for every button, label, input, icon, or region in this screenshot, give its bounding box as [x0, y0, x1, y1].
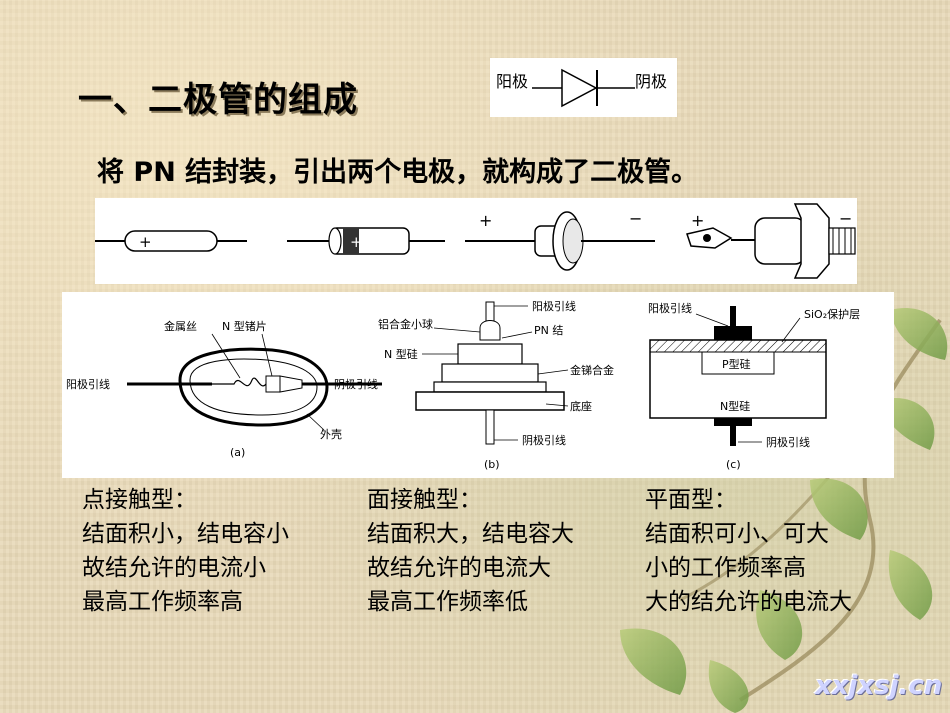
label-anode-lead-b: 阳极引线: [532, 299, 576, 313]
label-metal-wire: 金属丝: [164, 319, 197, 333]
label-p-silicon: P型硅: [722, 357, 751, 371]
column-line: 最高工作频率低: [367, 589, 528, 615]
package3-minus: −: [629, 209, 642, 228]
cathode-label: 阴极: [635, 72, 668, 91]
watermark: xxjxsj.cn: [815, 671, 943, 701]
column-line: 结面积小，结电容小: [82, 521, 289, 547]
anode-label: 阳极: [496, 72, 529, 91]
label-base: 底座: [570, 399, 592, 413]
package4-plus: +: [691, 211, 704, 230]
column-line: 故结允许的电流小: [82, 555, 266, 581]
structure-diagrams: 金属丝 N 型锗片 阳极引线 阴极引线 外壳 (a) 阳极引线 铝合金小球: [66, 299, 860, 471]
column-line: 结面积大，结电容大: [367, 521, 574, 547]
diagram-junction: 阳极引线 铝合金小球 PN 结 N 型硅 金锑合金 底座 阴极引线 (b): [378, 299, 614, 471]
label-cathode-lead-c: 阴极引线: [766, 435, 810, 449]
label-pn-junction: PN 结: [534, 324, 563, 337]
diode-symbol-icon: [532, 68, 635, 108]
diode-symbol-box: 阳极 阴极: [490, 58, 677, 117]
column-heading: 平面型：: [645, 487, 737, 513]
caption-c: (c): [726, 458, 741, 471]
label-n-silicon-c: N型硅: [720, 399, 750, 413]
label-anode-lead-c: 阳极引线: [648, 301, 692, 315]
label-n-silicon-b: N 型硅: [384, 347, 418, 361]
label-au-sb-alloy: 金锑合金: [570, 363, 614, 377]
caption-a: (a): [230, 446, 245, 459]
caption-b: (b): [484, 458, 500, 471]
column-junction: 面接触型： 结面积大，结电容大 故结允许的电流大 最高工作频率低: [367, 483, 574, 619]
structure-diagrams-panel: 金属丝 N 型锗片 阳极引线 阴极引线 外壳 (a) 阳极引线 铝合金小球: [62, 292, 894, 478]
label-anode-lead-a: 阳极引线: [66, 377, 110, 391]
label-cathode-lead-b: 阴极引线: [522, 433, 566, 447]
package1-plus: +: [139, 233, 152, 251]
column-planar: 平面型： 结面积可小、可大 小的工作频率高 大的结允许的电流大: [645, 483, 852, 619]
vine-decoration: [620, 308, 948, 713]
label-al-ball: 铝合金小球: [378, 317, 433, 331]
package3-plus: +: [479, 211, 492, 230]
package2-plus: +: [350, 233, 363, 251]
subtitle: 将 PN 结封装，引出两个电极，就构成了二极管。: [97, 157, 699, 188]
label-cathode-lead-a: 阴极引线: [334, 377, 378, 391]
page-title: 一、二极管的组成: [78, 80, 358, 120]
column-line: 最高工作频率高: [82, 589, 243, 615]
column-line: 故结允许的电流大: [367, 555, 551, 581]
column-point-contact: 点接触型： 结面积小，结电容小 故结允许的电流小 最高工作频率高: [82, 483, 289, 619]
diagram-point-contact: 金属丝 N 型锗片 阳极引线 阴极引线 外壳 (a): [66, 319, 382, 459]
column-heading: 点接触型：: [82, 487, 197, 513]
label-n-germanium: N 型锗片: [222, 319, 267, 333]
diagram-planar: 阳极引线 SiO₂保护层 P型硅 N型硅 阴极引线 (c): [648, 301, 860, 471]
diode-packages-drawing: + + + − + −: [95, 203, 856, 279]
label-sio2-layer: SiO₂保护层: [804, 307, 860, 321]
column-heading: 面接触型：: [367, 487, 482, 513]
column-line: 大的结允许的电流大: [645, 589, 852, 615]
package4-minus: −: [839, 209, 852, 228]
column-line: 小的工作频率高: [645, 555, 806, 581]
column-line: 结面积可小、可大: [645, 521, 829, 547]
label-shell: 外壳: [320, 427, 342, 441]
diode-packages-panel: + + + − + −: [95, 198, 857, 284]
